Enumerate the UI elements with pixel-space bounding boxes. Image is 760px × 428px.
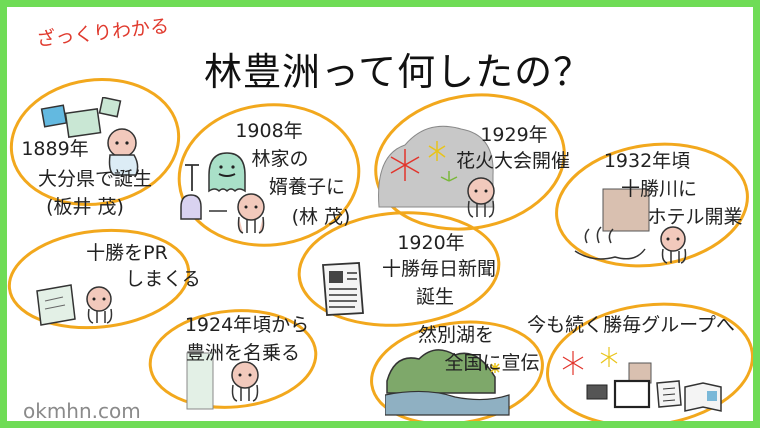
hotel-onsen-icon — [574, 188, 687, 264]
event-1908-year: 1908年 — [235, 120, 303, 142]
pamphlet-icon — [36, 284, 113, 326]
event-1920-year: 1920年 — [397, 232, 465, 254]
bubble-lake — [370, 320, 544, 421]
page-title: 林豊洲って何したの？ — [204, 50, 593, 94]
event-today-line: 今も続く勝毎グループへ — [527, 314, 735, 336]
bubble-1932 — [555, 142, 749, 268]
nameplate-icon — [186, 352, 259, 410]
event-1889-line: 大分県で誕生 — [37, 168, 152, 190]
event-1908-name: (林 茂) — [291, 206, 351, 228]
bubble-1924 — [148, 309, 318, 409]
event-pr-line-1: 十勝をPR — [86, 242, 168, 264]
event-1932-year: 1932年頃 — [603, 150, 691, 172]
event-1924-line-1: 1924年頃から — [184, 314, 310, 336]
baby-octopus-icon — [107, 128, 139, 176]
lake-icon — [385, 349, 510, 416]
map-pieces-icon — [40, 97, 122, 138]
event-1932-line-1: 十勝川に — [620, 178, 697, 200]
bubble-today — [546, 302, 753, 421]
newspaper-icon — [322, 262, 364, 316]
event-1908-line-1: 林家の — [251, 148, 309, 170]
event-1920-line-2: 誕生 — [415, 286, 454, 308]
event-1920-line-1: 十勝毎日新聞 — [381, 258, 496, 280]
octopus-icon — [467, 177, 495, 218]
event-1924-line-2: 豊洲を名乗る — [185, 342, 300, 364]
event-1929-line: 花火大会開催 — [455, 150, 570, 172]
bubble-1920 — [297, 211, 501, 327]
event-1929-year: 1929年 — [480, 124, 548, 146]
event-lake-line-2: 全国に宣伝 — [444, 352, 540, 374]
bubble-1929 — [374, 93, 566, 231]
bubble-pr — [7, 228, 191, 330]
site-watermark: okmhn.com — [23, 399, 141, 423]
bubble-1889 — [9, 78, 181, 206]
fireworks-icon — [378, 125, 494, 208]
group-media-icon — [562, 347, 722, 412]
bubble-1908 — [177, 103, 361, 247]
family-characters-icon — [180, 152, 265, 234]
bubble-layer — [7, 78, 753, 421]
event-1889-year: 1889年 — [21, 138, 89, 160]
event-1932-line-2: ホテル開業 — [647, 206, 743, 228]
event-pr-line-2: しまくる — [125, 268, 201, 290]
event-1889-name: (板井 茂) — [46, 196, 124, 218]
event-1908-line-2: 婿養子に — [268, 176, 345, 198]
event-lake-line-1: 然別湖を — [417, 324, 494, 346]
